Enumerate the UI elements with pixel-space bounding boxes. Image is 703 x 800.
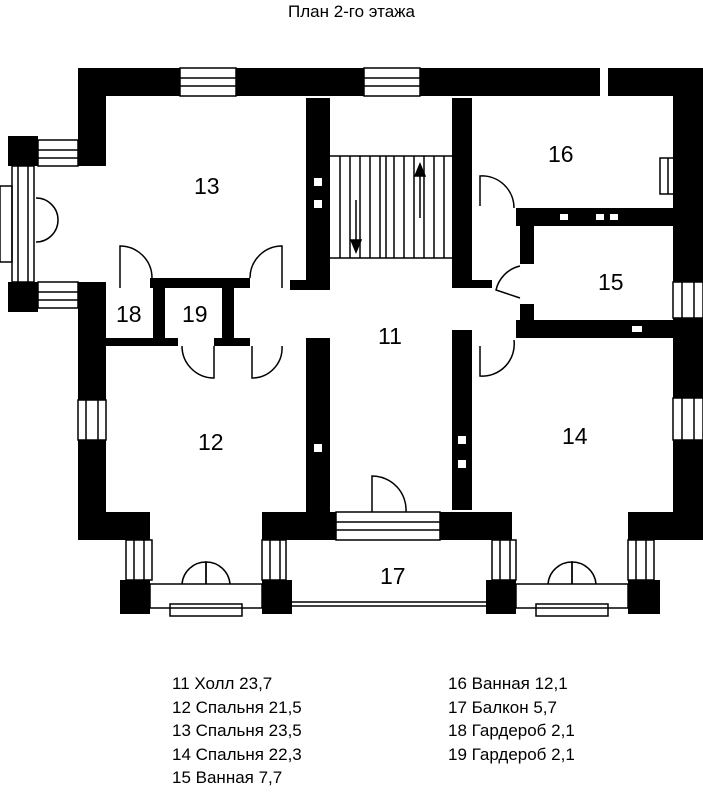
legend-item: 12 Спальня 21,5 [172, 697, 302, 717]
room-label-11: 11 [378, 323, 402, 349]
room-label-18: 18 [116, 301, 142, 327]
balcony [292, 601, 486, 607]
floor-plan: 13 16 15 18 19 11 12 14 17 [0, 67, 703, 617]
room-label-15: 15 [598, 269, 624, 295]
room-label-13: 13 [194, 173, 220, 199]
legend-item: 17 Балкон 5,7 [448, 697, 557, 717]
legend-item: 18 Гардероб 2,1 [448, 721, 575, 740]
walls [8, 68, 703, 614]
room-label-19: 19 [182, 301, 208, 327]
staircase [330, 155, 452, 259]
legend-item: 13 Спальня 23,5 [172, 721, 302, 740]
legend-item: 14 Спальня 22,3 [172, 744, 302, 764]
doors [35, 175, 597, 585]
room-label-12: 12 [198, 429, 224, 455]
legend-item: 16 Ванная 12,1 [448, 674, 568, 693]
room-label-16: 16 [548, 141, 574, 167]
legend-item: 15 Ванная 7,7 [172, 768, 283, 787]
legend-item: 19 Гардероб 2,1 [448, 744, 575, 764]
legend-left: 11 Холл 23,7 12 Спальня 21,5 13 Спальня … [172, 672, 302, 790]
room-labels: 13 16 15 18 19 11 12 14 17 [116, 141, 624, 589]
legend-item: 11 Холл 23,7 [172, 674, 273, 693]
plan-title: План 2-го этажа [287, 2, 415, 21]
legend-right: 16 Ванная 12,1 17 Балкон 5,7 18 Гардероб… [448, 672, 575, 766]
room-label-17: 17 [380, 563, 406, 589]
room-label-14: 14 [562, 423, 588, 449]
wall-openings [314, 178, 642, 468]
